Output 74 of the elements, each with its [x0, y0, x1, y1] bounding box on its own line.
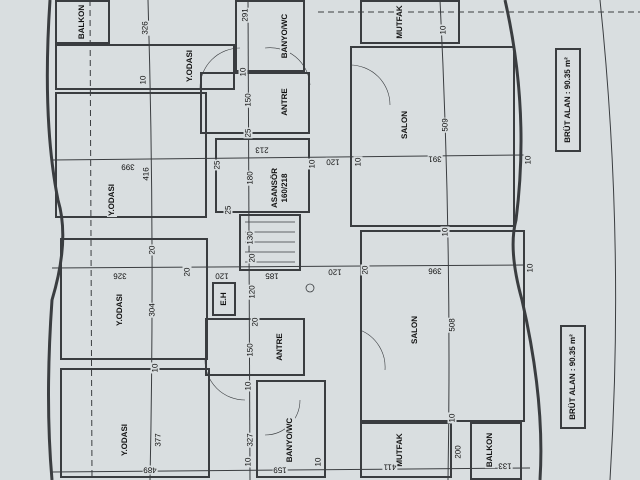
dimension-text: 10: [354, 156, 362, 168]
area-box: [555, 48, 581, 152]
room-name: SALON: [410, 315, 420, 345]
area-box: [560, 325, 586, 429]
dimension-text: 10: [150, 362, 160, 374]
dimension-text: 120: [248, 284, 256, 300]
dimension-text: 10: [440, 226, 450, 238]
room-outline: [55, 92, 207, 218]
dimension-text: 20: [182, 266, 192, 278]
dimension-text: 120: [214, 272, 230, 280]
dimension-text: 377: [154, 432, 162, 448]
dimension-text: 391: [427, 154, 443, 164]
room-name: ASANSÖR: [270, 167, 280, 209]
room-outline: [360, 0, 460, 44]
dimension-text: 508: [448, 317, 456, 333]
dimension-text: 10: [244, 380, 252, 392]
dimension-text: 185: [264, 272, 280, 280]
dimension-text: 396: [427, 266, 443, 276]
room-name: Y.ODASI: [120, 423, 130, 457]
dimension-text: 10: [308, 158, 316, 170]
dimension-text: 200: [454, 444, 462, 460]
dimension-text: 159: [272, 466, 288, 474]
room-name: Y.ODASI: [185, 49, 195, 83]
room-name: MUTFAK: [395, 432, 405, 468]
dimension-text: 150: [246, 342, 254, 358]
area-text: BRÜT ALAN : 90.35 m²: [563, 56, 573, 144]
dimension-text: 10: [244, 456, 252, 468]
dimension-text: 25: [224, 204, 232, 216]
room-name: BALKON: [485, 432, 495, 468]
dimension-text: 411: [382, 462, 398, 472]
room-name: Y.ODASI: [115, 293, 125, 327]
dimension-text: 399: [120, 162, 136, 172]
dimension-text: 20: [148, 244, 156, 256]
room-outline: [350, 46, 515, 227]
room-outline: [55, 44, 235, 90]
dimension-text: 20: [248, 252, 256, 264]
room-name: BANYO/WC: [280, 12, 290, 60]
dimension-text: 304: [148, 302, 156, 318]
dimension-text: 25: [212, 160, 222, 170]
room-name: Y.ODASI: [107, 183, 117, 217]
dimension-text: 10: [438, 24, 448, 36]
room-name: SALON: [400, 110, 410, 140]
dimension-text: 130: [246, 230, 254, 246]
room-name: ANTRE: [275, 332, 285, 362]
dimension-text: 180: [246, 170, 254, 186]
room-name: BALKON: [77, 4, 87, 40]
dimension-text: 25: [244, 128, 252, 138]
room-name: MUTFAK: [395, 4, 405, 40]
room-name: ANTRE: [280, 87, 290, 117]
dimension-text: 10: [526, 262, 534, 274]
dimension-text: 20: [250, 316, 260, 328]
dimension-text: 20: [360, 264, 370, 276]
dimension-text: 150: [244, 92, 252, 108]
dimension-text: 509: [440, 117, 450, 133]
dimension-text: 10: [314, 456, 322, 468]
dimension-text: 10: [238, 66, 248, 78]
dimension-text: 120: [327, 268, 343, 276]
dimension-text: 213: [254, 146, 270, 154]
dimension-text: 326: [112, 272, 128, 280]
dimension-text: 291: [240, 7, 250, 23]
room-name: E.H: [219, 291, 229, 307]
dimension-text: 489: [142, 466, 158, 474]
dimension-text: 416: [142, 166, 150, 182]
dimension-text: 120: [325, 158, 341, 166]
dimension-text: 10: [448, 412, 456, 424]
room-name: BANYO/WC: [285, 416, 295, 464]
shaft-outline: [212, 282, 236, 316]
dimension-text: 327: [246, 432, 254, 448]
area-text: BRÜT ALAN : 90.35 m²: [568, 333, 578, 421]
dimension-text: 10: [138, 74, 148, 86]
room-outline: [55, 0, 110, 44]
dimension-text: 133: [497, 462, 513, 470]
dimension-text: 10: [524, 154, 532, 166]
dimension-text: 326: [140, 20, 150, 36]
